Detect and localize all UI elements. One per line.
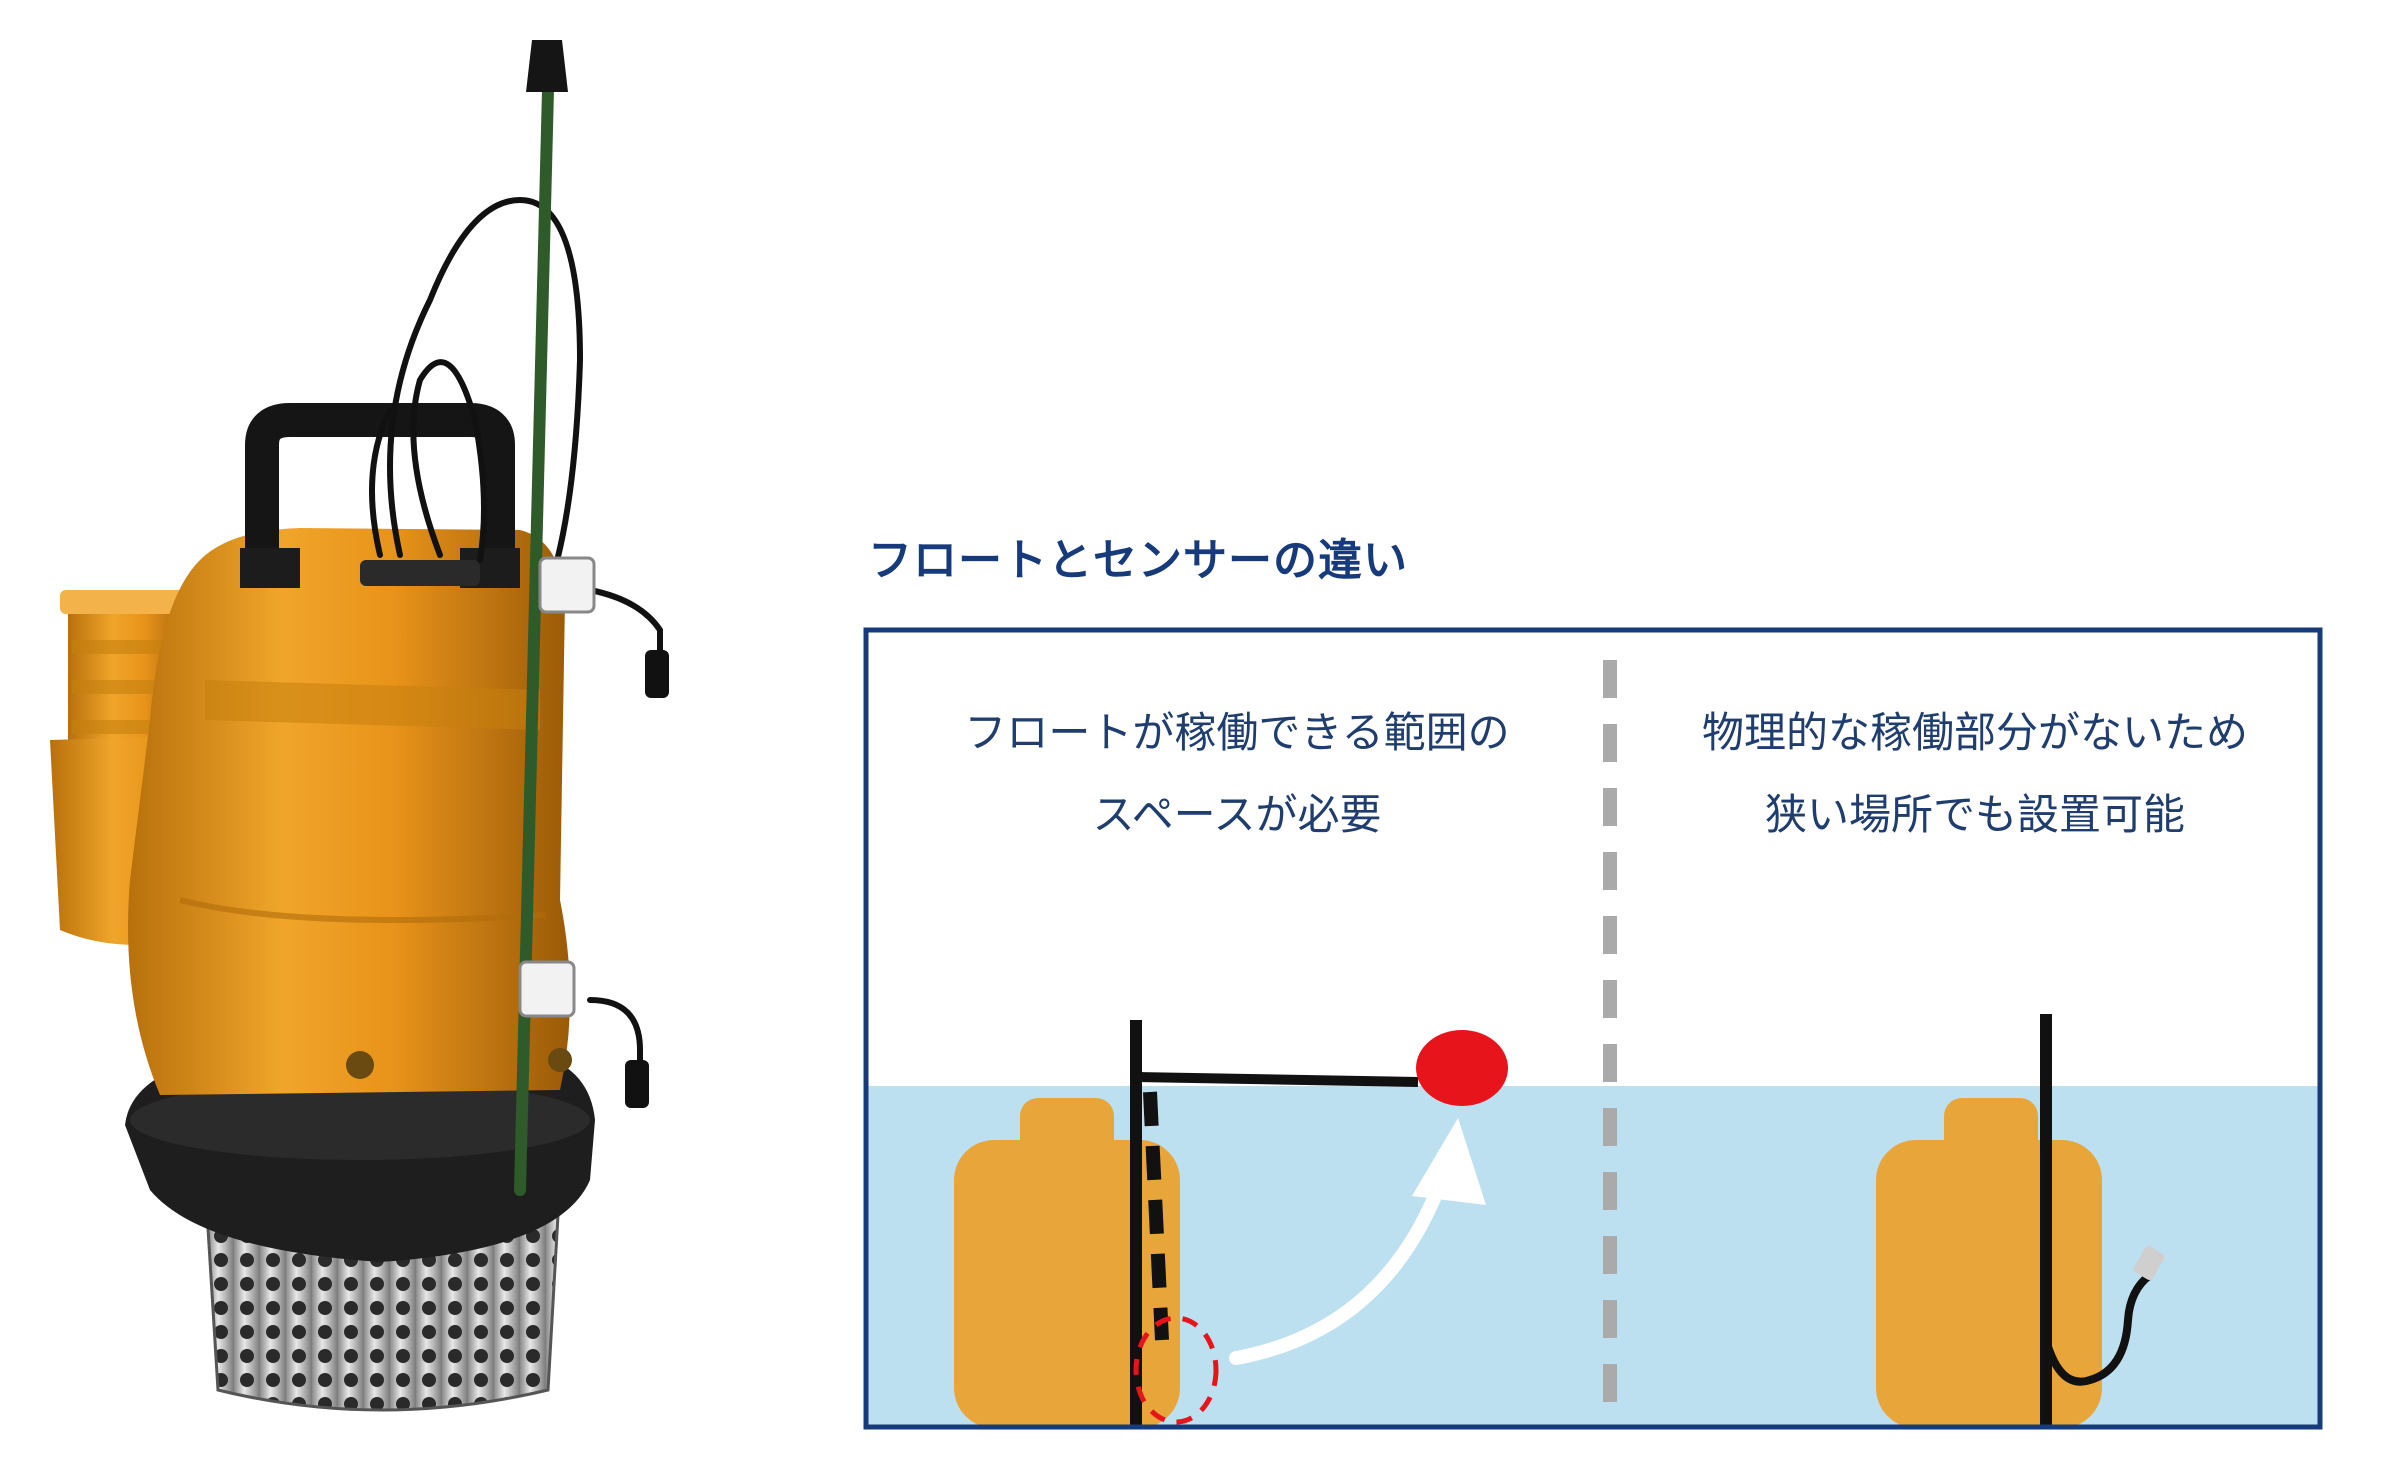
- pump-handle: [240, 403, 520, 588]
- curved-arrow-icon: [1229, 1118, 1486, 1365]
- diagram-title: フロートとセンサーの違い: [868, 535, 1408, 586]
- pump-body-left: [954, 1098, 1180, 1428]
- sensor-plug-lower: [625, 1060, 649, 1108]
- pump-base: [125, 1055, 595, 1262]
- pump-photo: [50, 40, 669, 1412]
- float-caption-line2: スペースが必要: [1092, 790, 1382, 839]
- sensor-plug-upper: [645, 650, 669, 698]
- pump-body: [128, 528, 572, 1095]
- diagram-frame: [863, 627, 2323, 1430]
- level-sensor-icon: [2040, 1014, 2165, 1428]
- sensor-clamp-lower: [518, 960, 576, 1018]
- float-caption-line1: フロートが稼働できる範囲の: [964, 708, 1510, 757]
- sensor-caption: 物理的な稼働部分がないため 狭い場所でも設置可能: [1625, 692, 2325, 856]
- float-caption: フロートが稼働できる範囲の スペースが必要: [887, 692, 1587, 856]
- sensor-caption-line1: 物理的な稼働部分がないため: [1701, 708, 2248, 757]
- sensor-clamp-upper: [538, 556, 596, 614]
- sensor-caption-line2: 狭い場所でも設置可能: [1764, 790, 2185, 839]
- pump-cables: [369, 196, 663, 1073]
- float-switch-icon: [1130, 1020, 1508, 1428]
